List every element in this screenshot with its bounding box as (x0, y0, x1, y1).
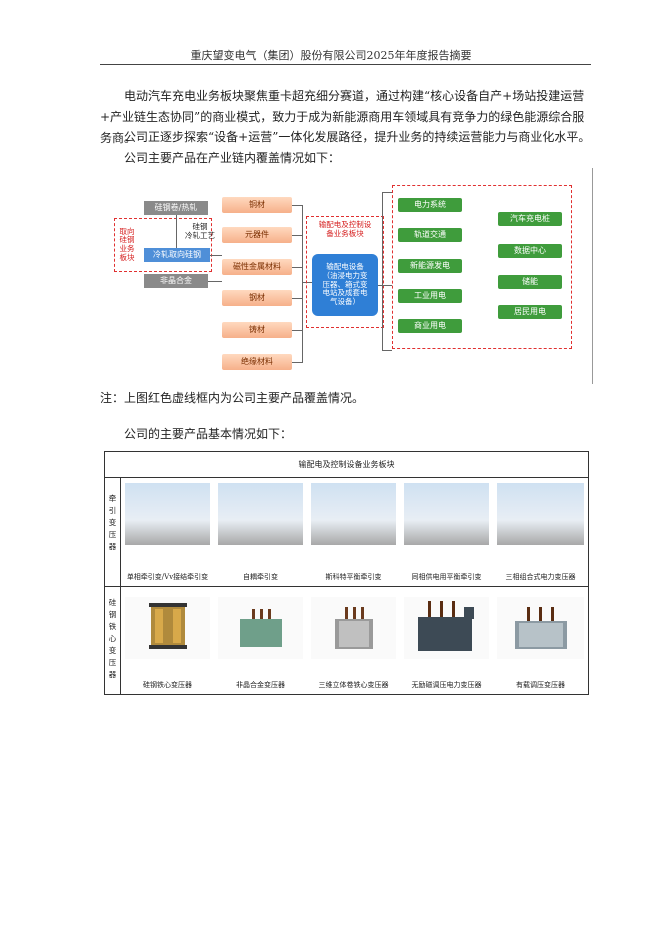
product-photo (125, 597, 210, 659)
header-rule (100, 64, 591, 65)
connector (210, 255, 222, 256)
amorphous-alloy-box: 非晶合金 (144, 274, 208, 288)
application-box: 工业用电 (398, 289, 462, 303)
product-caption: 无励磁调压电力变压器 (411, 681, 482, 689)
oriented-steel-box: 冷轧取向硅钢 (144, 248, 210, 262)
row-label-traction: 牵 引 变 压 器 (105, 477, 121, 586)
connector (382, 192, 383, 351)
material-box: 铸材 (222, 322, 292, 338)
connector (382, 192, 392, 193)
product-table-title: 输配电及控制设备业务板块 (105, 452, 588, 478)
connector (292, 298, 302, 299)
connector (378, 285, 392, 286)
connector (176, 215, 177, 248)
product-caption: 三相组合式电力变压器 (505, 573, 576, 581)
connector (292, 330, 302, 331)
row-label-core: 硅 钢 铁 心 变 压 器 (105, 587, 121, 694)
application-box: 电力系统 (398, 198, 462, 212)
application-box: 商业用电 (398, 319, 462, 333)
raw-steel-box: 硅钢卷/热轧 (144, 201, 208, 215)
process-label: 硅钢 冷轧工艺 (185, 222, 215, 240)
product-cell: 单相牵引变/Vv接结牵引变 (121, 477, 214, 586)
application-box: 新能源发电 (398, 259, 462, 273)
product-caption: 自耦牵引变 (243, 573, 278, 581)
material-box: 铜材 (222, 197, 292, 213)
material-box: 钢材 (222, 290, 292, 306)
product-photo (218, 483, 303, 545)
paragraph-charging: 电动汽车充电业务板块聚焦重卡超充细分赛道，通过构建“核心设备自产+场站投建运营+… (100, 89, 585, 145)
application-box: 轨道交通 (398, 228, 462, 242)
product-cell: 三相组合式电力变压器 (493, 477, 588, 586)
product-photo (125, 483, 210, 545)
applications-dashed-box (392, 185, 572, 349)
left-dashed-box (114, 218, 212, 272)
material-box: 元器件 (222, 227, 292, 243)
product-cell: 非晶合金变压器 (214, 587, 307, 694)
connector (208, 281, 222, 282)
product-photo (404, 483, 489, 545)
product-caption: 单相牵引变/Vv接结牵引变 (126, 573, 209, 581)
products-intro: 公司的主要产品基本情况如下： (124, 427, 293, 441)
connector (292, 235, 302, 236)
product-caption: 有载调压变压器 (516, 681, 565, 689)
product-cell: 同相供电用平衡牵引变 (400, 477, 493, 586)
left-segment-label: 取向 硅钢 业务 板块 (119, 226, 135, 262)
product-photo (404, 597, 489, 659)
connector (292, 362, 302, 363)
application-box: 汽车充电桩 (498, 212, 562, 226)
connector (292, 267, 302, 268)
product-photo (311, 597, 396, 659)
figure-edge (592, 168, 593, 384)
diagram-note: 注：上图红色虚线框内为公司主要产品覆盖情况。 (100, 391, 365, 405)
product-caption: 三维立体卷铁心变压器 (318, 681, 389, 689)
connector (382, 350, 392, 351)
product-photo (497, 483, 584, 545)
center-dashed-box (306, 216, 384, 328)
product-cell: 有载调压变压器 (493, 587, 588, 694)
page-header: 重庆望变电气（集团）股份有限公司2025年年度报告摘要 (190, 49, 472, 62)
paragraph-exploration: 公司正逐步探索“设备+运营”一体化发展路径，提升业务的持续运营能力与商业化水平。 (124, 130, 591, 144)
product-photo (311, 483, 396, 545)
product-caption: 非晶合金变压器 (236, 681, 285, 689)
product-table: 输配电及控制设备业务板块 牵 引 变 压 器 硅 钢 铁 心 变 压 器 单相牵… (104, 451, 589, 695)
material-box: 绝缘材料 (222, 354, 292, 370)
center-segment-label: 输配电及控制设 备业务板块 (318, 220, 372, 238)
product-caption: 同相供电用平衡牵引变 (411, 573, 482, 581)
product-photo (497, 597, 584, 659)
connector (302, 205, 303, 363)
paragraph-coverage-intro: 公司主要产品在产业链内覆盖情况如下： (124, 151, 341, 165)
product-cell: 三维立体卷铁心变压器 (307, 587, 400, 694)
product-photo (218, 597, 303, 659)
application-box: 储能 (498, 275, 562, 289)
product-caption: 硅钢铁心变压器 (143, 681, 192, 689)
connector (292, 205, 302, 206)
core-equipment-box: 输配电设备 （油浸电力变 压器、箱式变 电站及成套电 气设备） (312, 254, 378, 316)
product-caption: 斯科特平衡牵引变 (325, 573, 382, 581)
row-separator (105, 586, 588, 587)
product-cell: 斯科特平衡牵引变 (307, 477, 400, 586)
industry-chain-diagram: 取向 硅钢 业务 板块 硅钢卷/热轧 硅钢 冷轧工艺 冷轧取向硅钢 非晶合金 铜… (100, 168, 594, 384)
product-cell: 自耦牵引变 (214, 477, 307, 586)
application-box: 数据中心 (498, 244, 562, 258)
connector (302, 282, 314, 283)
product-cell: 硅钢铁心变压器 (121, 587, 214, 694)
product-cell: 无励磁调压电力变压器 (400, 587, 493, 694)
material-box: 磁性金属材料 (222, 259, 292, 275)
application-box: 居民用电 (498, 305, 562, 319)
